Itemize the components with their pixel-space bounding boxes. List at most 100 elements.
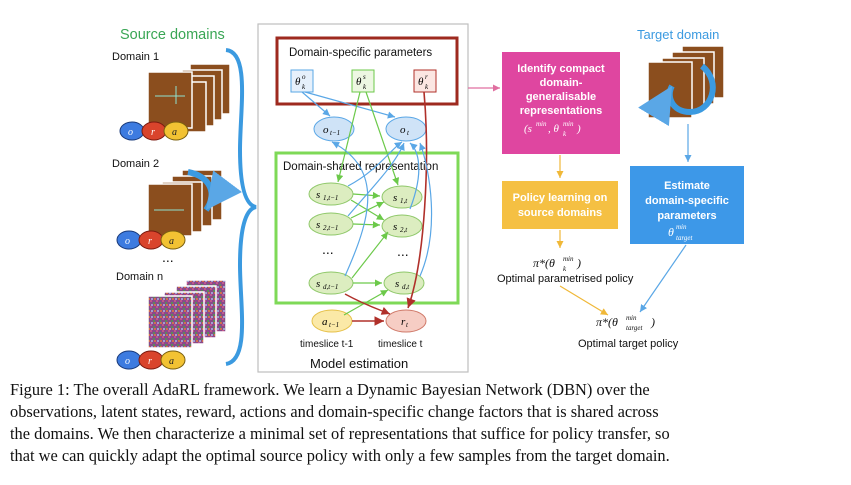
s1-cur-sub: 1,t (400, 197, 408, 205)
source-domains-title: Source domains (120, 27, 225, 43)
node-o-label: o (125, 236, 130, 247)
caption-line-4: that we can quickly adapt the optimal so… (10, 446, 670, 465)
sd-prev-node: s d,t−1 (308, 271, 354, 295)
sd-cur-node: s d,t (383, 271, 425, 295)
source-domains-panel: Source domains Domain 1 o r a Domain 2 (112, 27, 257, 370)
timeslice-prev-label: timeslice t-1 (300, 339, 354, 350)
theta-o-node: θ o k (290, 69, 314, 93)
pi2-sup: min (626, 314, 637, 322)
node-a-label: a (172, 127, 177, 138)
s2-cur-sub: 2,t (400, 226, 408, 234)
sd-prev-symbol: s (316, 278, 320, 290)
identify-line5-mid: , θ (548, 123, 560, 135)
domain-1-label: Domain 1 (112, 51, 159, 63)
domain-2-nodes: o r a (116, 230, 186, 250)
o-cur-sub: t (407, 129, 410, 137)
theta-r-node: θ r k (413, 69, 437, 93)
theta-s-sup: s (363, 73, 366, 81)
timeslice-cur-label: timeslice t (378, 339, 423, 350)
o-prev-symbol: o (323, 124, 329, 136)
target-policy-label: Optimal target policy (578, 338, 679, 350)
domain-2-label: Domain 2 (112, 158, 159, 170)
theta-s-node: θ s k (351, 69, 375, 93)
identify-line1: Identify compact (517, 63, 605, 75)
pi1-symbol: π*(θ (533, 256, 555, 270)
s1-prev-node: s 1,t−1 (308, 182, 354, 206)
pi2-symbol: π*(θ (596, 315, 618, 329)
target-frames (638, 45, 725, 127)
identify-line5-open: (s (524, 123, 532, 135)
source-brace (225, 48, 257, 366)
parametrised-to-target-arrow (559, 285, 609, 316)
policy-learning-box: Policy learning on source domains (502, 181, 618, 229)
target-domain-title: Target domain (637, 27, 719, 42)
a-prev-sub: t−1 (329, 321, 339, 329)
estimate-line1: Estimate (664, 180, 710, 192)
o-prev-sub: t−1 (330, 129, 340, 137)
policy-learning-line2: source domains (518, 207, 602, 219)
a-prev-symbol: a (322, 316, 328, 328)
model-estimation-title: Model estimation (310, 356, 408, 371)
theta-s-symbol: θ (356, 76, 362, 88)
theta-r-sup: r (425, 73, 428, 81)
node-r-label: r (148, 236, 152, 247)
domain-specific-title: Domain-specific parameters (289, 47, 432, 59)
domain-n-label: Domain n (116, 271, 163, 283)
node-o-label: o (125, 356, 130, 367)
estimate-line3: parameters (657, 210, 716, 222)
caption-line-1: Figure 1: The overall AdaRL framework. W… (10, 380, 650, 399)
theta-r-sub: k (425, 83, 429, 91)
theta-o-symbol: θ (295, 76, 301, 88)
identify-line5-sup2: min (563, 120, 574, 128)
r-cur-sub: t (406, 321, 409, 329)
target-domain-panel: Target domain Estimate domain-specific p… (630, 27, 744, 313)
o-prev-node: o t−1 (313, 116, 355, 142)
s2-prev-sub: 2,t−1 (323, 224, 338, 232)
identify-line2: domain- (540, 77, 583, 89)
node-a-label: a (169, 356, 174, 367)
estimate-params-box: Estimate domain-specific parameters θ mi… (630, 166, 744, 244)
pi1-sub: k (563, 265, 567, 273)
node-r-label: r (148, 356, 152, 367)
domain-n-nodes: o r a (116, 350, 186, 370)
pi1-close: ) (576, 256, 581, 270)
pi1-sup: min (563, 255, 574, 263)
s2-prev-node: s 2,t−1 (308, 212, 354, 236)
domain-2-frames (147, 169, 242, 237)
sd-cur-sub: d,t (402, 283, 410, 291)
s1-cur-symbol: s (393, 192, 397, 204)
identify-line3: generalisable (526, 91, 596, 103)
adarl-framework-figure: Source domains Domain 1 o r a Domain 2 (112, 23, 744, 373)
dots-left: ... (322, 241, 334, 257)
model-estimation-panel: Domain-specific parameters θ o k θ s k θ… (257, 23, 469, 373)
r-cur-node: r t (385, 309, 427, 333)
pi2-close: ) (650, 315, 655, 329)
theta-o-sup: o (302, 73, 306, 81)
domain-shared-title: Domain-shared representation (283, 161, 438, 173)
s2-prev-symbol: s (316, 219, 320, 231)
dbn-edges (301, 91, 433, 326)
identify-line5-close: ) (576, 123, 581, 135)
caption-line-3: the domains. We then characterize a mini… (10, 424, 670, 443)
s1-prev-symbol: s (316, 189, 320, 201)
estimate-theta-sup: min (676, 223, 687, 231)
s1-prev-sub: 1,t−1 (323, 194, 338, 202)
estimate-to-target-policy-arrow (639, 244, 687, 313)
figure-caption: Figure 1: The overall AdaRL framework. W… (10, 379, 844, 467)
node-a-label: a (169, 236, 174, 247)
policy-learning-line1: Policy learning on (513, 192, 608, 204)
sd-cur-symbol: s (395, 278, 399, 290)
caption-line-2: observations, latent states, reward, act… (10, 402, 659, 421)
identify-line5-sub2: k (563, 130, 567, 138)
estimate-line2: domain-specific (645, 195, 729, 207)
identify-line4: representations (520, 105, 603, 117)
identify-representations-box: Identify compact domain- generalisable r… (502, 52, 620, 154)
target-policy: π*(θ min target ) Optimal target policy (578, 314, 679, 350)
dots-right: ... (397, 243, 409, 259)
domain-specific-box (275, 36, 459, 106)
parametrised-policy: π*(θ min k ) Optimal parametrised policy (497, 255, 634, 285)
sd-prev-sub: d,t−1 (323, 283, 338, 291)
theta-r-symbol: θ (418, 76, 424, 88)
pi2-sub: target (626, 324, 644, 332)
parametrised-policy-label: Optimal parametrised policy (497, 273, 634, 285)
